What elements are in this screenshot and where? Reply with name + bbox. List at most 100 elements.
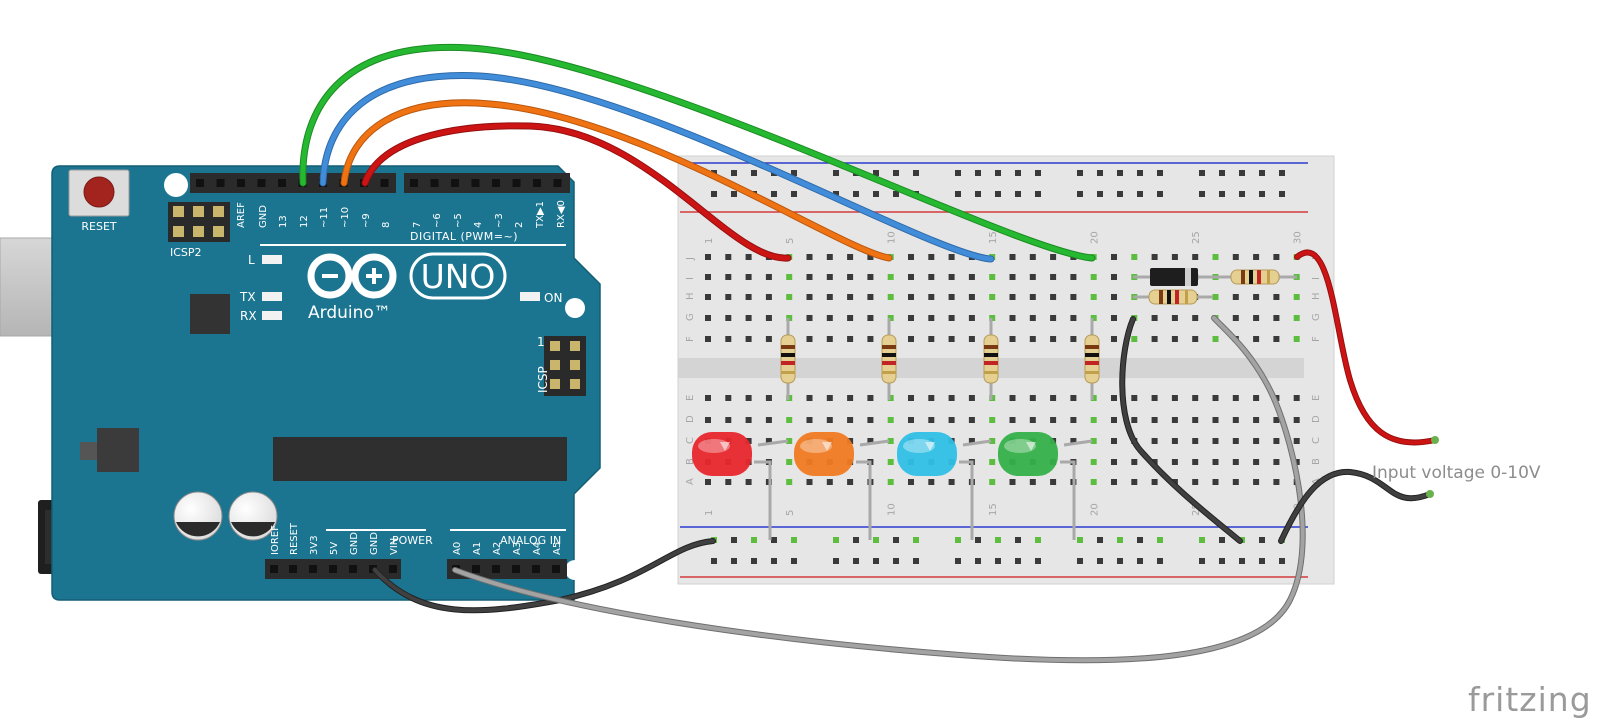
- board-pcb: [51, 165, 601, 601]
- breadboard-row-letter: H: [1311, 292, 1322, 300]
- breadboard-column-number: 5: [785, 510, 796, 516]
- uno-badge: [409, 252, 507, 300]
- led-on-indicator: [520, 292, 540, 301]
- digital-pin-label: RX◀0: [556, 200, 567, 228]
- digital-label: DIGITAL (PWM=~): [410, 230, 518, 243]
- wires: [299, 43, 1438, 664]
- arduino-logo: UNO Arduino™: [307, 252, 507, 323]
- resistor: [1084, 318, 1100, 400]
- analog-label: ANALOG IN: [500, 534, 561, 547]
- power-pin-label: IOREF: [270, 525, 281, 555]
- digital-pin-label: 7: [412, 222, 423, 228]
- led-tx-label: TX: [239, 290, 256, 304]
- breadboard-row-letter: A: [685, 478, 696, 485]
- led-rx-label: RX: [240, 309, 257, 323]
- analog-pin-label: A0: [452, 542, 463, 555]
- icsp-pin1-label: 1: [537, 335, 545, 349]
- breadboard-row-letter: C: [1311, 437, 1322, 444]
- power-label: POWER: [392, 534, 433, 547]
- analog-pin-label: A2: [492, 542, 503, 555]
- led-l-indicator: [262, 255, 282, 264]
- digital-pin-label: 12: [299, 215, 310, 228]
- breadboard-row-letter: G: [1311, 313, 1322, 321]
- capacitor-1: [173, 491, 223, 541]
- resistor: [881, 318, 897, 400]
- brand-label: Arduino™: [308, 303, 391, 323]
- breadboard-column-number: 10: [887, 503, 898, 516]
- power-pin-label: 5V: [329, 542, 340, 555]
- breadboard-column-number: 30: [1293, 231, 1304, 244]
- breadboard-row-letter: E: [1311, 395, 1322, 401]
- diode: [1133, 268, 1213, 286]
- digital-pin-label: 2: [514, 222, 525, 228]
- capacitor-2: [228, 491, 278, 541]
- breadboard-column-number: 15: [988, 231, 999, 244]
- digital-pin-label: TX▶1: [535, 201, 546, 229]
- breadboard-row-letter: J: [685, 257, 696, 261]
- power-pin-label: RESET: [289, 522, 300, 555]
- breadboard-column-number: 25: [1191, 503, 1202, 516]
- wire-end-markers: [1426, 436, 1439, 498]
- digital-pin-label: ~5: [453, 213, 464, 228]
- icsp2-header: [168, 202, 230, 242]
- led-rx-indicator: [262, 311, 282, 320]
- breadboard-row-letter: D: [1311, 415, 1322, 423]
- led-tx-indicator: [262, 292, 282, 301]
- led: [998, 432, 1093, 540]
- digital-pin-label: AREF: [236, 202, 247, 228]
- breadboard-column-number: 15: [988, 503, 999, 516]
- breadboard-column-number: 10: [887, 231, 898, 244]
- power-pin-label: 3V3: [309, 535, 320, 555]
- breadboard-row-letter: I: [1311, 277, 1322, 280]
- led-on-label: ON: [544, 291, 562, 305]
- input-voltage-annotation: Input voltage 0-10V: [1372, 463, 1541, 483]
- breadboard-column-number: 1: [704, 238, 715, 244]
- icsp-label: ICSP: [536, 366, 550, 393]
- icsp-header: [544, 336, 586, 396]
- breadboard-row-letter: G: [685, 313, 696, 321]
- breadboard-row-letter: C: [685, 437, 696, 444]
- digital-pin-label: ~11: [319, 207, 330, 228]
- reset-label: RESET: [81, 220, 117, 233]
- microcontroller-chip: [273, 437, 567, 481]
- resistor: [780, 318, 796, 400]
- breadboard-column-number: 1: [704, 510, 715, 516]
- breadboard-row-letter: F: [1311, 336, 1322, 342]
- resistor: [1133, 289, 1213, 305]
- digital-pin-label: 13: [278, 215, 289, 228]
- digital-pin-label: ~3: [494, 213, 505, 228]
- breadboard-row-letter: B: [685, 458, 696, 465]
- breadboard-row-letter: D: [685, 415, 696, 423]
- digital-pin-label: 4: [473, 222, 484, 228]
- resistor: [1213, 269, 1297, 285]
- digital-pin-label: 8: [381, 222, 392, 228]
- analog-pin-label: A4: [532, 542, 543, 555]
- analog-pin-label: A3: [512, 542, 523, 555]
- breadboard-column-number: 20: [1090, 503, 1101, 516]
- analog-pin-label: A1: [472, 542, 483, 555]
- led: [897, 432, 992, 540]
- power-pin-label: VIN: [389, 538, 400, 555]
- breadboard-row-letter: H: [685, 292, 696, 300]
- resistor: [983, 318, 999, 400]
- power-pin-label: GND: [349, 532, 360, 555]
- breadboard-row-letter: E: [685, 395, 696, 401]
- digital-header-right: [404, 173, 570, 193]
- voltage-regulator: [97, 428, 139, 472]
- digital-pin-label: ~9: [361, 213, 372, 228]
- analog-pin-label: A5: [552, 542, 563, 555]
- led-l-label: L: [248, 253, 255, 267]
- icsp2-label: ICSP2: [170, 246, 202, 259]
- led: [692, 432, 789, 540]
- digital-pin-label: GND: [258, 205, 269, 228]
- breadboard-column-number: 25: [1191, 231, 1202, 244]
- led: [794, 432, 890, 540]
- digital-pin-label: ~10: [340, 207, 351, 228]
- analog-header: [447, 559, 567, 579]
- breadboard-column-number: 5: [785, 238, 796, 244]
- power-pin-label: GND: [369, 532, 380, 555]
- digital-pin-label: ~6: [432, 213, 443, 228]
